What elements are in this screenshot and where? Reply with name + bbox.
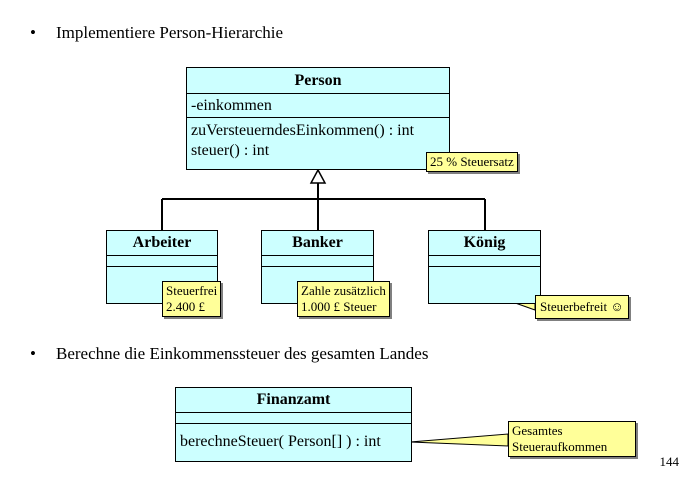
inheritance-arrowhead [309,168,327,184]
class-finanzamt: Finanzamt berechneSteuer( Person[] ) : i… [175,387,412,462]
class-attributes [176,413,411,424]
class-attributes [107,256,217,267]
note-line: 25 % Steuersatz [430,154,514,169]
class-attributes: -einkommen [187,94,449,118]
note-line: Steuerbefreit ☺ [540,299,624,314]
note-finanzamt: Gesamtes Steueraufkommen [508,421,636,457]
note-koenig: Steuerbefreit ☺ [535,295,629,319]
note-pointer-finanzamt [409,433,509,447]
class-attributes [429,256,540,267]
class-person: Person -einkommen zuVersteuerndesEinkomm… [186,67,450,170]
note-arbeiter: Steuerfrei 2.400 £ [162,281,222,317]
page-number: 144 [659,454,680,469]
note-line: Steueraufkommen [512,439,608,454]
class-koenig: König [428,230,541,304]
note-line: 2.400 £ [166,299,205,314]
operation: zuVersteuerndesEinkommen() : int [191,122,415,139]
note-steuersatz: 25 % Steuersatz [426,152,518,172]
class-attributes [262,256,373,267]
class-name: König [429,231,540,256]
attribute: -einkommen [191,97,272,114]
bullet-marker: • [30,344,36,363]
bullet-marker: • [30,23,36,42]
class-operations: berechneSteuer( Person[] ) : int [176,424,411,452]
class-name: Person [187,68,449,94]
operation: berechneSteuer( Person[] ) : int [180,433,381,450]
note-line: Gesamtes [512,423,563,438]
class-name: Arbeiter [107,231,217,256]
note-line: 1.000 £ Steuer [301,299,377,314]
note-banker: Zahle zusätzlich 1.000 £ Steuer [297,281,390,317]
bullet-text: Berechne die Einkommenssteuer des gesamt… [56,344,429,363]
note-line: Steuerfrei [166,283,218,298]
class-name: Banker [262,231,373,256]
note-line: Zahle zusätzlich [301,283,386,298]
bullet-text: Implementiere Person-Hierarchie [56,23,284,42]
operation: steuer() : int [191,142,270,159]
class-name: Finanzamt [176,388,411,413]
class-operations: zuVersteuerndesEinkommen() : int steuer(… [187,118,449,161]
